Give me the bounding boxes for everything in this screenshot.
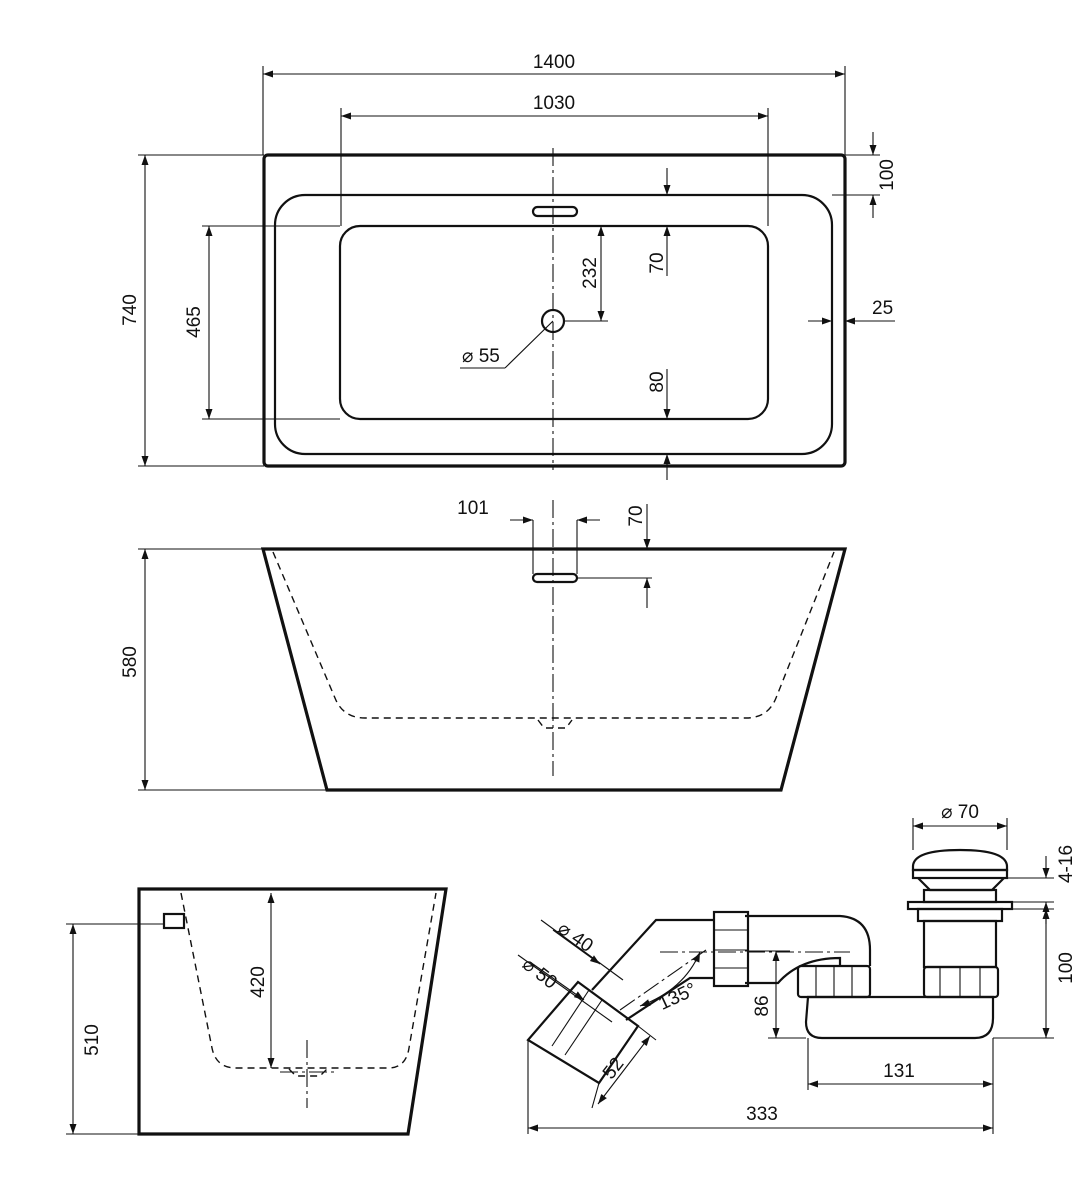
label-outlet-length: 52 [599,1054,629,1084]
label-overflow-depth: 70 [626,505,647,526]
label-overflow-width: 101 [457,498,489,519]
side-overflow [162,912,186,930]
label-overall-length: 1400 [533,52,575,73]
siphon-detail: ⌀ 70 4-16 100 86 131 333 ⌀ 40 ⌀ 50 [517,802,1077,1134]
label-drain-offset: 232 [580,257,601,289]
label-inner-length: 1030 [533,93,575,114]
label-front-height: 580 [120,646,141,678]
front-overflow-slot [531,572,579,584]
tub-front-inner [272,551,835,719]
label-siphon-height: 100 [1056,952,1077,984]
tub-basin [338,224,770,421]
siphon-trap [804,995,995,1040]
siphon-cap [911,848,1009,872]
label-drain-to-bend: 131 [883,1061,915,1082]
side-view: 510 420 [66,887,448,1136]
label-cap-diameter: ⌀ 70 [941,802,979,823]
label-overflow-to-basin: 70 [647,252,668,273]
siphon-coupling [712,910,750,988]
label-rim-side: 25 [872,298,893,319]
overflow-slot [531,205,579,218]
dim-outlet-length [597,1035,651,1105]
label-rim-top: 100 [877,159,898,191]
tub-front-profile [260,547,848,792]
siphon-bend-pipe [745,914,872,985]
tub-outer-rim [262,153,847,468]
top-view: 1400 1030 740 465 100 70 232 ⌀ [120,52,898,480]
label-angle: 135° [655,979,700,1015]
label-outlet-height: 86 [752,995,773,1016]
label-side-depth: 420 [248,966,269,998]
front-view: 580 101 70 [120,498,848,792]
label-overall-width: 740 [120,294,141,326]
label-total-length: 333 [746,1104,778,1125]
label-inner-width: 465 [184,306,205,338]
label-cap-adjust: 4-16 [1056,845,1077,883]
siphon-body-nut [922,965,1000,999]
label-pipe-inner-diameter: ⌀ 40 [554,918,597,957]
label-side-height: 510 [82,1024,103,1056]
tub-side-profile [137,887,448,1136]
label-drain-diameter: ⌀ 55 [462,346,500,367]
label-basin-to-edge: 80 [647,371,668,392]
tub-side-inner [180,892,437,1069]
